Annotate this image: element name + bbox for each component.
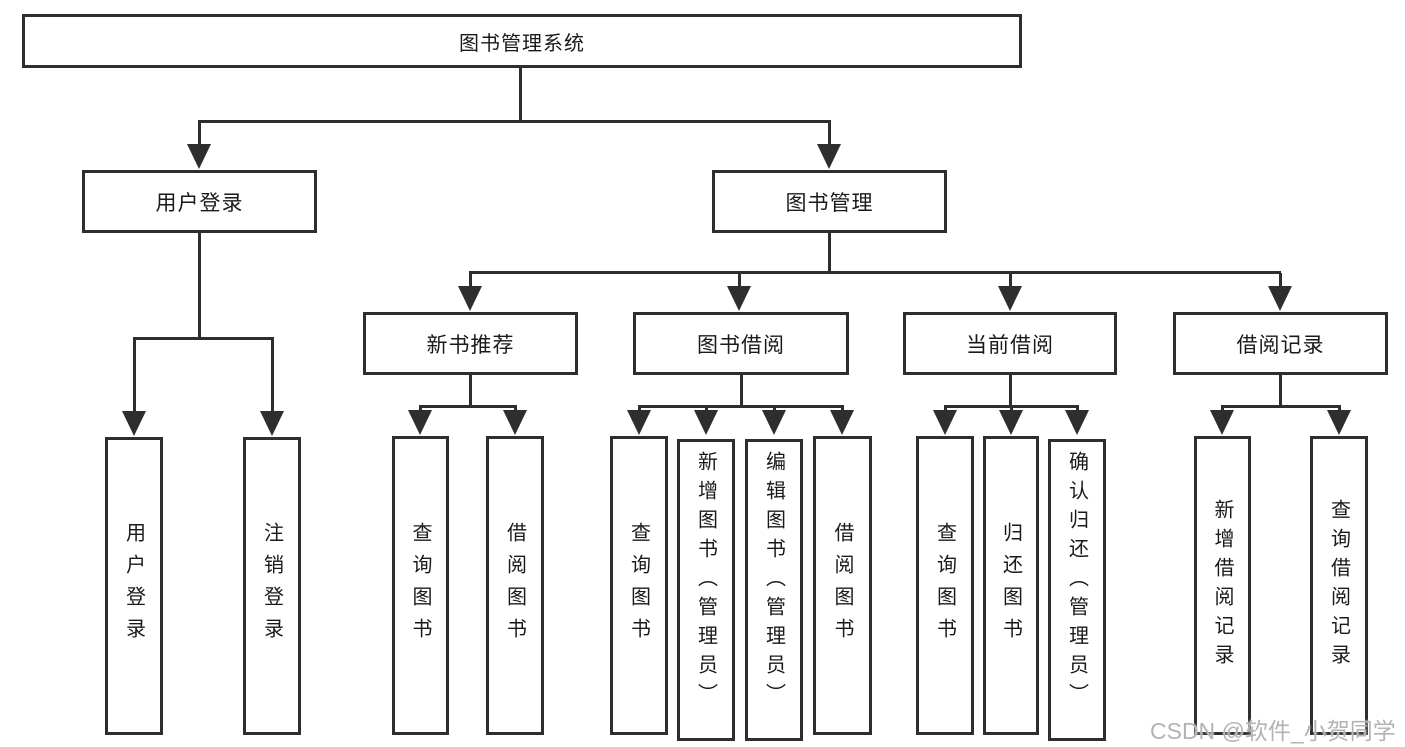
arrow-down-icon [1327, 410, 1351, 435]
leaf-borrow-books-borrowing: 借阅图书 [813, 436, 872, 735]
connector-line [705, 407, 708, 412]
leaf-label: 新增借阅记录 [1211, 498, 1233, 673]
connector-line [738, 273, 741, 287]
connector-line [1076, 407, 1079, 412]
connector-line [1010, 407, 1013, 412]
connector-line [419, 407, 422, 412]
arrow-down-icon [1065, 410, 1089, 435]
connector-line [638, 405, 844, 408]
arrow-down-icon [458, 286, 482, 311]
csdn-watermark: CSDN @软件_小贺同学 [1150, 718, 1396, 744]
connector-line [519, 68, 522, 122]
connector-line [469, 273, 472, 287]
connector-line [944, 407, 947, 412]
arrow-down-icon [694, 410, 718, 435]
leaf-edit-books-admin: 编辑图书（管理员） [745, 439, 803, 741]
connector-line [271, 339, 274, 412]
leaf-label: 编辑图书（管理员） [762, 451, 785, 712]
arrow-down-icon [503, 410, 527, 435]
connector-line [1221, 407, 1224, 412]
connector-line [1279, 273, 1282, 287]
leaf-add-borrow-record: 新增借阅记录 [1194, 436, 1251, 735]
connector-line [198, 120, 831, 123]
connector-line [1338, 407, 1341, 412]
arrow-down-icon [762, 410, 786, 435]
connector-line [469, 271, 1281, 274]
leaf-label: 新增图书（管理员） [694, 451, 717, 712]
leaf-borrow-books-recommend: 借阅图书 [486, 436, 544, 735]
node-borrowing-records: 借阅记录 [1173, 312, 1388, 375]
arrow-down-icon [122, 411, 146, 436]
connector-line [1009, 273, 1012, 287]
connector-line [773, 407, 776, 412]
leaf-label: 查询图书 [627, 521, 650, 650]
node-user-login: 用户登录 [82, 170, 317, 233]
leaf-query-books-current: 查询图书 [916, 436, 974, 735]
arrow-down-icon [817, 144, 841, 169]
arrow-down-icon [187, 144, 211, 169]
leaf-label: 确认归还（管理员） [1065, 451, 1088, 712]
connector-line [828, 233, 831, 273]
leaf-label: 注销登录 [260, 522, 283, 650]
connector-line [740, 375, 743, 407]
connector-line [638, 407, 641, 412]
connector-line [828, 122, 831, 146]
leaf-label: 查询图书 [933, 521, 956, 650]
connector-line [419, 405, 517, 408]
node-new-book-recommend: 新书推荐 [363, 312, 578, 375]
node-book-management: 图书管理 [712, 170, 947, 233]
node-current-borrowing: 当前借阅 [903, 312, 1117, 375]
connector-line [133, 337, 274, 340]
arrow-down-icon [1268, 286, 1292, 311]
arrow-down-icon [999, 410, 1023, 435]
arrow-down-icon [1210, 410, 1234, 435]
connector-line [1279, 375, 1282, 407]
leaf-confirm-return-admin: 确认归还（管理员） [1048, 439, 1106, 741]
leaf-label: 查询图书 [409, 521, 431, 650]
arrow-down-icon [727, 286, 751, 311]
leaf-add-books-admin: 新增图书（管理员） [677, 439, 735, 741]
connector-line [133, 339, 136, 412]
leaf-query-books-borrowing: 查询图书 [610, 436, 668, 735]
arrow-down-icon [998, 286, 1022, 311]
leaf-query-books-recommend: 查询图书 [392, 436, 449, 735]
connector-line [944, 405, 1079, 408]
connector-line [469, 375, 472, 407]
arrow-down-icon [627, 410, 651, 435]
arrow-down-icon [933, 410, 957, 435]
leaf-label: 用户登录 [122, 522, 145, 650]
leaf-label: 借阅图书 [831, 521, 853, 650]
connector-line [1221, 405, 1341, 408]
arrow-down-icon [830, 410, 854, 435]
leaf-query-borrow-record: 查询借阅记录 [1310, 436, 1368, 735]
leaf-logout: 注销登录 [243, 437, 301, 735]
leaf-label: 归还图书 [999, 521, 1022, 650]
connector-line [841, 407, 844, 412]
leaf-user-login: 用户登录 [105, 437, 163, 735]
connector-line [514, 407, 517, 412]
leaf-label: 借阅图书 [503, 521, 526, 650]
leaf-return-books: 归还图书 [983, 436, 1039, 735]
node-book-borrowing: 图书借阅 [633, 312, 849, 375]
connector-line [198, 233, 201, 339]
arrow-down-icon [260, 411, 284, 436]
node-root: 图书管理系统 [22, 14, 1022, 68]
arrow-down-icon [408, 410, 432, 435]
connector-line [1009, 375, 1012, 407]
leaf-label: 查询借阅记录 [1327, 498, 1350, 673]
connector-line [198, 122, 201, 146]
